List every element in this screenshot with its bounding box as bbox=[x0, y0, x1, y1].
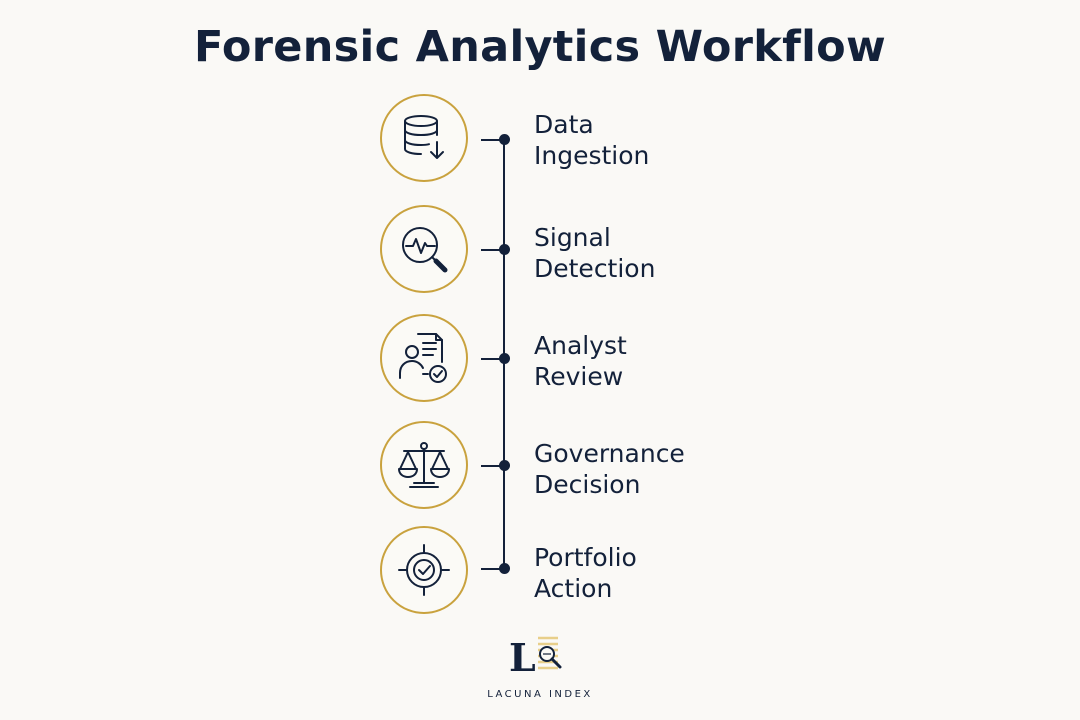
analyst-document-check-icon bbox=[380, 314, 468, 402]
magnifier-signal-icon bbox=[380, 205, 468, 293]
step-connector bbox=[481, 358, 503, 360]
balance-scale-icon bbox=[380, 421, 468, 509]
timeline-node bbox=[499, 134, 510, 145]
timeline-node bbox=[499, 563, 510, 574]
svg-text:L: L bbox=[509, 635, 536, 680]
database-download-icon bbox=[380, 94, 468, 182]
step-connector bbox=[481, 465, 503, 467]
step-connector bbox=[481, 249, 503, 251]
step-connector bbox=[481, 139, 503, 141]
lacuna-index-logo: L bbox=[500, 632, 580, 682]
timeline-node bbox=[499, 460, 510, 471]
page-title: Forensic Analytics Workflow bbox=[193, 22, 887, 72]
timeline-node bbox=[499, 244, 510, 255]
step-connector bbox=[481, 568, 503, 570]
target-check-icon bbox=[380, 526, 468, 614]
timeline-node bbox=[499, 353, 510, 364]
logo-wordmark: LACUNA INDEX bbox=[487, 689, 593, 700]
